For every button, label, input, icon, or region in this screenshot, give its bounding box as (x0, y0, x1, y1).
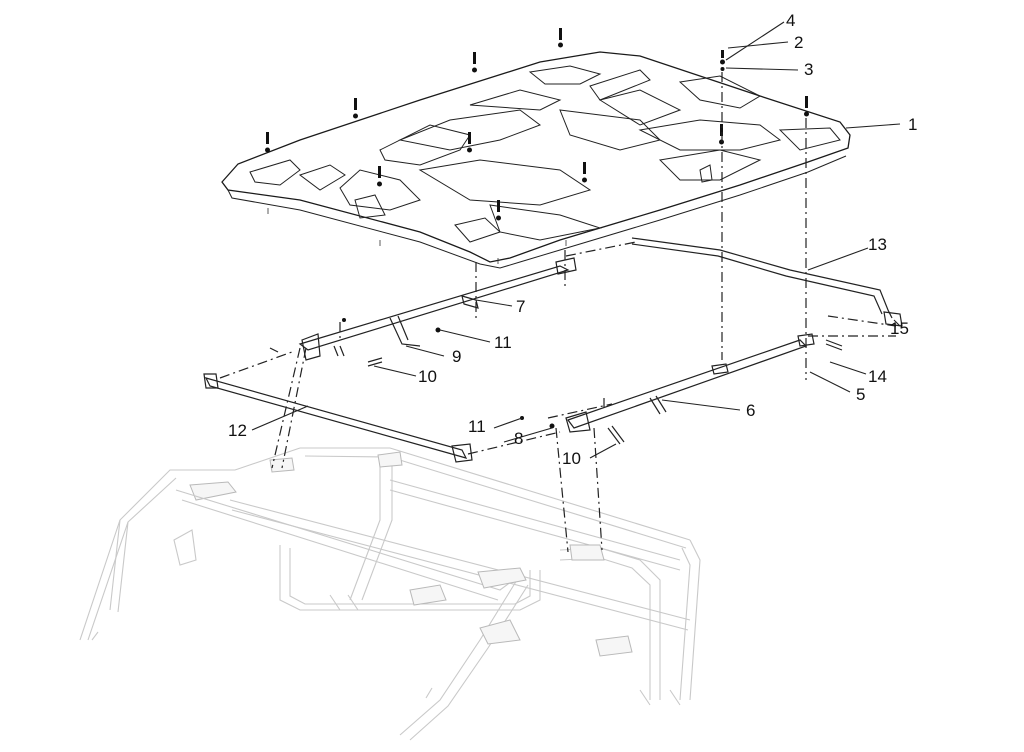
callout-3: 3 (804, 60, 814, 79)
callout-6: 6 (746, 401, 756, 420)
callout-15: 15 (890, 319, 909, 338)
support-bar-6 (565, 333, 815, 433)
bolt-icon (496, 200, 501, 221)
callout-7: 7 (516, 297, 526, 316)
roll-cage-frame (79, 447, 701, 741)
callout-1: 1 (908, 115, 918, 134)
callout-14: 14 (868, 367, 887, 386)
callout-10-upper: 10 (418, 367, 437, 386)
callout-12: 12 (228, 421, 247, 440)
bolt-icon (720, 50, 725, 71)
hardware-parts (269, 318, 843, 445)
bolt-icon (472, 52, 477, 73)
callout-4: 4 (786, 11, 796, 30)
callout-8: 8 (514, 429, 524, 448)
callout-10-lower: 10 (562, 449, 581, 468)
support-bar-12 (203, 373, 473, 463)
bolt-icon (467, 132, 472, 153)
bolt-icon (353, 98, 358, 119)
bolt-icon (582, 162, 587, 183)
roof-dash-marks (267, 208, 567, 264)
support-bar-13 (631, 237, 903, 327)
callout-11-upper: 11 (494, 333, 512, 352)
callout-leaders (251, 21, 901, 459)
bolt-icon (265, 132, 270, 153)
callout-11-lower: 11 (468, 417, 486, 436)
bolt-icon (804, 96, 809, 117)
callout-2: 2 (794, 33, 804, 52)
bolt-icon (377, 166, 382, 187)
bolt-icon (558, 28, 563, 48)
roof-bolts (265, 28, 809, 221)
assembly-centerlines (219, 72, 897, 553)
callout-13: 13 (868, 235, 887, 254)
callout-9: 9 (452, 347, 462, 366)
callout-5: 5 (856, 385, 866, 404)
roof-panel (221, 51, 851, 269)
support-bar-7 (298, 257, 577, 361)
